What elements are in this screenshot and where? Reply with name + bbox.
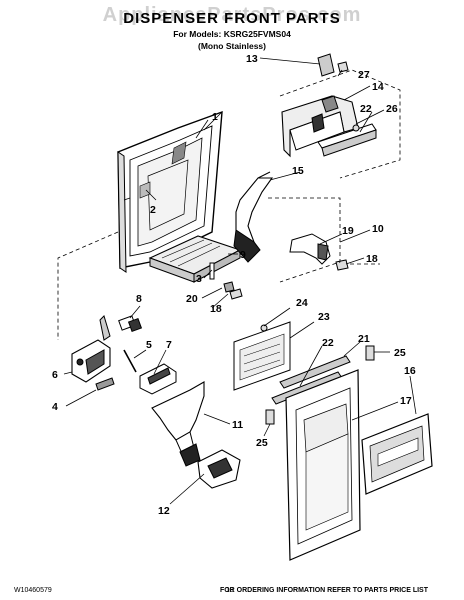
callout-18-alt: 18	[366, 253, 378, 265]
spring-4	[95, 377, 115, 391]
spacer-25b	[265, 409, 275, 425]
callout-22-alt: 22	[360, 103, 372, 115]
screw-20	[223, 281, 235, 293]
callout-23: 23	[318, 311, 330, 323]
screw-18a	[229, 288, 243, 300]
callout-5: 5	[146, 339, 152, 351]
spring-clip	[209, 262, 215, 280]
switch-bracket	[289, 233, 349, 271]
callout-4: 4	[52, 401, 58, 413]
motor-housing	[71, 315, 111, 383]
callout-13: 13	[246, 53, 258, 65]
callout-10: 10	[372, 223, 384, 235]
callout-25-alt: 25	[256, 437, 268, 449]
callout-15: 15	[292, 165, 304, 177]
callout-21: 21	[358, 333, 370, 345]
callout-19: 19	[342, 225, 354, 237]
callout-20: 20	[186, 293, 198, 305]
light-tube-21	[279, 355, 351, 389]
ordering-info: FOR ORDERING INFORMATION REFER TO PARTS …	[219, 587, 428, 594]
callout-1: 1	[212, 111, 218, 123]
callout-22: 22	[322, 337, 334, 349]
finish-line: (Mono Stainless)	[197, 41, 266, 51]
callout-26: 26	[386, 103, 398, 115]
housing-frame	[117, 110, 223, 273]
callout-6: 6	[52, 369, 58, 381]
callout-11: 11	[232, 419, 243, 431]
spacer-25a	[365, 345, 375, 361]
control-board	[233, 321, 291, 391]
page-number: 13	[226, 587, 234, 594]
callout-14: 14	[372, 81, 384, 93]
callout-16: 16	[404, 365, 416, 377]
watermark: AppliancePartsPros.com	[102, 4, 362, 26]
doc-number: W10460579	[14, 587, 52, 594]
page-title: DISPENSER FRONT PARTS	[123, 10, 341, 27]
callout-17: 17	[400, 395, 412, 407]
rod-5	[123, 349, 137, 373]
callout-18: 18	[210, 303, 222, 315]
callout-labels: 1 2 3 4 5 6 7 8 9 10 11 12 13 14 15 16 1…	[52, 53, 416, 517]
lever-bracket	[139, 363, 177, 395]
callout-12: 12	[158, 505, 170, 517]
callout-7: 7	[166, 339, 172, 351]
ice-paddle	[197, 449, 241, 489]
callout-8: 8	[136, 293, 142, 305]
callout-9: 9	[240, 249, 246, 261]
dispenser-bezel	[285, 369, 361, 561]
callout-3: 3	[196, 273, 202, 285]
model-line: For Models: KSRG25FVMS04	[173, 29, 291, 39]
ice-lever	[151, 381, 205, 467]
group-lines	[57, 69, 401, 340]
callout-2: 2	[150, 204, 156, 216]
solenoid	[118, 315, 143, 333]
callout-24: 24	[296, 297, 308, 309]
leader-lines	[63, 57, 417, 505]
callout-25: 25	[394, 347, 406, 359]
water-lever	[233, 171, 274, 263]
callout-27: 27	[358, 69, 370, 81]
screw-18b	[335, 259, 349, 271]
control-panel	[361, 413, 433, 495]
